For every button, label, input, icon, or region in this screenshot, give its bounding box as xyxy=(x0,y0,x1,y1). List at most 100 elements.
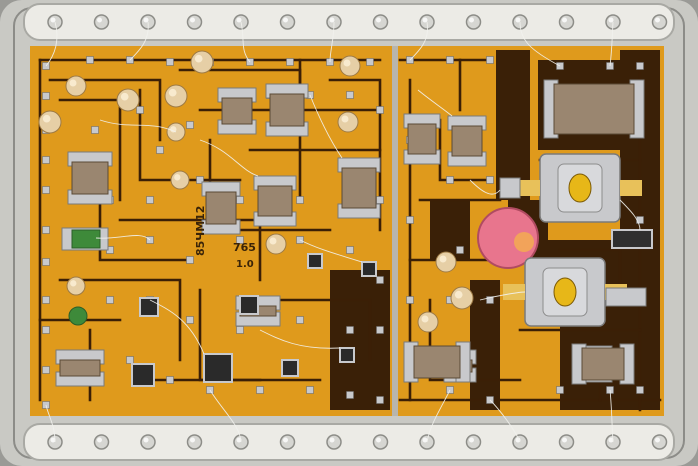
lead-bead-highlight xyxy=(469,17,474,23)
inductor-icon xyxy=(71,229,101,249)
version-text: 1.0 xyxy=(236,259,254,270)
inductor-icon xyxy=(611,229,653,249)
capacitor-icon xyxy=(265,233,287,255)
bond-wire xyxy=(45,404,56,443)
bond-pad-icon xyxy=(286,58,294,66)
resistor-icon xyxy=(451,125,483,157)
capacitor-highlight xyxy=(70,280,77,287)
lead-bead-icon xyxy=(186,434,203,450)
capacitor-icon xyxy=(477,207,539,269)
bond-wire xyxy=(149,299,205,355)
transistor-icon xyxy=(553,277,577,307)
transistor-icon xyxy=(139,297,159,317)
bond-wire xyxy=(329,21,335,63)
bond-pad-icon xyxy=(406,216,414,224)
bond-pad-icon xyxy=(446,176,454,184)
transistor-lead xyxy=(518,180,540,196)
lead-bead-highlight xyxy=(562,437,567,443)
bond-pad-icon xyxy=(346,246,354,254)
bottom-lead-rail xyxy=(23,423,675,461)
lead-bead-icon xyxy=(465,434,482,450)
inductor-icon xyxy=(68,306,88,326)
capacitor-icon xyxy=(190,50,214,74)
copper-block xyxy=(330,270,390,410)
capacitor-icon xyxy=(164,84,188,108)
bond-pad-icon xyxy=(166,376,174,384)
capacitor-highlight xyxy=(168,88,177,97)
bond-pad-icon xyxy=(126,356,134,364)
resistor-icon xyxy=(581,347,625,381)
bond-wire xyxy=(479,291,526,301)
bond-pad-icon xyxy=(376,196,384,204)
capacitor-icon xyxy=(450,286,474,310)
trace xyxy=(438,118,492,182)
bond-pad-icon xyxy=(106,296,114,304)
bond-pad-icon xyxy=(42,186,50,194)
transistor-icon xyxy=(281,359,299,377)
bond-pad-icon xyxy=(236,236,244,244)
capacitor-icon xyxy=(337,111,359,133)
lead-bead-highlight xyxy=(515,17,521,23)
bond-wire xyxy=(489,399,521,443)
part-number-text: 85ЧМ12 xyxy=(194,206,207,256)
bond-pad-icon xyxy=(486,56,494,64)
bond-wire xyxy=(519,21,561,67)
trace xyxy=(328,78,382,232)
solder-tab xyxy=(499,177,521,199)
substrate-gap xyxy=(392,46,398,416)
lead-bead-highlight xyxy=(143,437,149,443)
bond-wire xyxy=(409,21,428,61)
resistor-icon xyxy=(407,123,437,155)
lead-bead-icon xyxy=(186,14,203,30)
capacitor-icon xyxy=(116,88,140,112)
bond-pad-icon xyxy=(186,256,194,264)
components xyxy=(38,50,653,387)
lead-bead-icon xyxy=(465,14,482,30)
capacitor-highlight xyxy=(343,59,351,67)
capacitor-highlight xyxy=(194,54,203,63)
bond-pad-icon xyxy=(636,216,644,224)
lead-bead-icon xyxy=(279,434,296,450)
capacitor-highlight xyxy=(439,255,447,263)
transistor-lead xyxy=(503,284,525,300)
bond-pad-icon xyxy=(376,326,384,334)
trace xyxy=(58,278,182,362)
bond-wire xyxy=(45,21,58,67)
transistor-lead xyxy=(620,180,642,196)
lead-bead-highlight xyxy=(469,437,474,443)
lead-bead-highlight xyxy=(376,17,381,23)
lead-bead-highlight xyxy=(329,437,335,443)
lead-bead-highlight xyxy=(236,17,242,23)
lead-beads xyxy=(47,14,668,450)
bond-wire xyxy=(209,389,242,443)
bond-pad-icon xyxy=(42,226,50,234)
bond-pad-icon xyxy=(446,56,454,64)
lead-bead-icon xyxy=(140,434,156,450)
printed-marking: 85ЧМ12 xyxy=(194,206,207,256)
bond-wire xyxy=(259,329,341,349)
lead-bead-highlight xyxy=(608,437,614,443)
resistor-icon xyxy=(341,167,377,209)
bond-pad-icon xyxy=(42,92,50,100)
bond-pad-icon xyxy=(296,196,304,204)
copper-block xyxy=(470,280,500,410)
lead-bead-highlight xyxy=(655,437,660,443)
copper-block xyxy=(430,200,470,260)
trace xyxy=(48,78,162,142)
transistor-icon xyxy=(361,261,377,277)
lead-bead-highlight xyxy=(329,17,335,23)
bond-pad-icon xyxy=(296,316,304,324)
trace xyxy=(138,88,242,182)
bond-pad-icon xyxy=(42,326,50,334)
resistor-icon xyxy=(59,359,101,377)
lead-bead-highlight xyxy=(655,17,660,23)
resistor-icon xyxy=(553,83,635,135)
resistor-icon xyxy=(205,191,237,225)
bond-pad-icon xyxy=(166,58,174,66)
bond-pad-icon xyxy=(376,276,384,284)
lead-bead-icon xyxy=(558,434,575,450)
bond-pad-icon xyxy=(406,296,414,304)
resistor-icon xyxy=(71,161,109,195)
bond-wire xyxy=(426,389,451,443)
